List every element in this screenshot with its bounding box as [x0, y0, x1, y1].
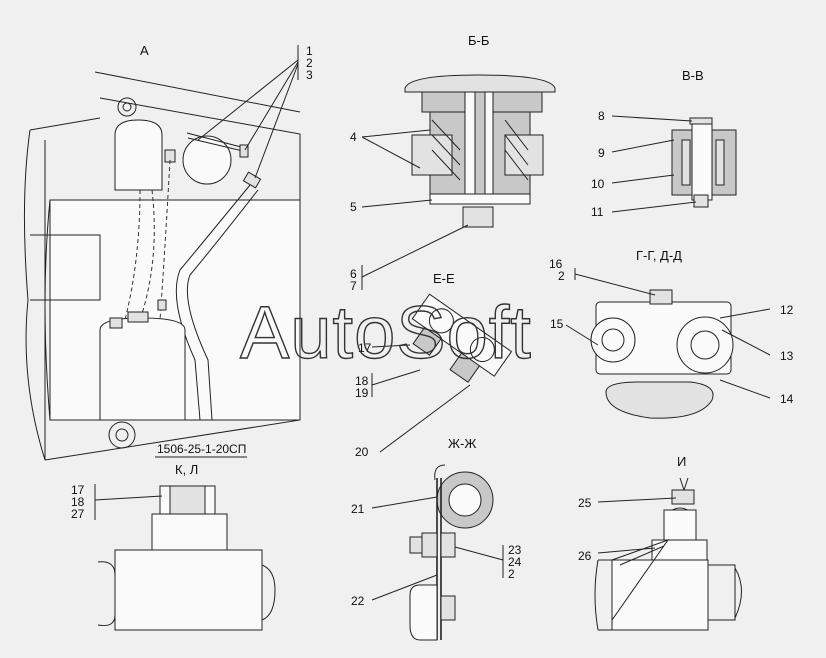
view-i-title: И	[677, 454, 686, 469]
view-bb-title: Б-Б	[468, 33, 489, 48]
view-gg-title: Г-Г, Д-Д	[636, 248, 682, 263]
callout-5: 5	[350, 200, 357, 214]
callout-7: 7	[350, 279, 357, 293]
callout-14: 14	[780, 392, 794, 406]
callout-18: 18	[355, 374, 369, 388]
view-vv-section: В-В 8 9 10 11	[591, 68, 737, 219]
callout-k27: 27	[71, 507, 85, 521]
callout-12: 12	[780, 303, 794, 317]
view-zhzh-section: Ж-Ж 21 22 23 24 2	[351, 436, 522, 641]
view-gg-dd-section: Г-Г, Д-Д 16 2 12 13 14 15	[549, 248, 794, 419]
callout-9: 9	[598, 146, 605, 160]
callout-15: 15	[550, 317, 564, 331]
view-a-assembly: А	[23, 43, 313, 461]
view-i-section: И 25 26	[578, 454, 742, 631]
callout-8: 8	[598, 109, 605, 123]
view-kl-title: К, Л	[175, 462, 198, 477]
callout-23: 23	[508, 543, 522, 557]
view-vv-title: В-В	[682, 68, 704, 83]
view-ee-section: Е-Е 17 18 19 20	[355, 271, 513, 459]
callout-13: 13	[780, 349, 794, 363]
callout-20: 20	[355, 445, 369, 459]
callout-4: 4	[350, 130, 357, 144]
callout-25: 25	[578, 496, 592, 510]
callout-1: 1	[306, 44, 313, 58]
view-kl-section: К, Л 17 18 27	[71, 462, 276, 631]
callout-21: 21	[351, 502, 365, 516]
callout-22: 22	[351, 594, 365, 608]
callout-2: 2	[306, 56, 313, 70]
callout-3: 3	[306, 68, 313, 82]
view-zhzh-title: Ж-Ж	[448, 436, 476, 451]
callout-10: 10	[591, 177, 605, 191]
callout-11: 11	[591, 205, 604, 219]
view-ee-title: Е-Е	[433, 271, 455, 286]
view-bb-section: Б-Б 4 5 6 7	[350, 33, 556, 293]
callout-24: 24	[508, 555, 522, 569]
callout-6: 6	[350, 267, 357, 281]
callout-19: 19	[355, 386, 369, 400]
callout-16-2: 2	[558, 269, 565, 283]
autosoft-watermark: AutoSoft	[240, 291, 532, 374]
callout-23-2: 2	[508, 567, 515, 581]
callout-17: 17	[358, 341, 372, 355]
view-a-title: А	[140, 43, 149, 58]
callout-k17: 17	[71, 483, 85, 497]
callout-16: 16	[549, 257, 563, 271]
doc-number: 1506-25-1-20СП	[157, 442, 246, 456]
callout-k18: 18	[71, 495, 85, 509]
callout-26: 26	[578, 549, 592, 563]
